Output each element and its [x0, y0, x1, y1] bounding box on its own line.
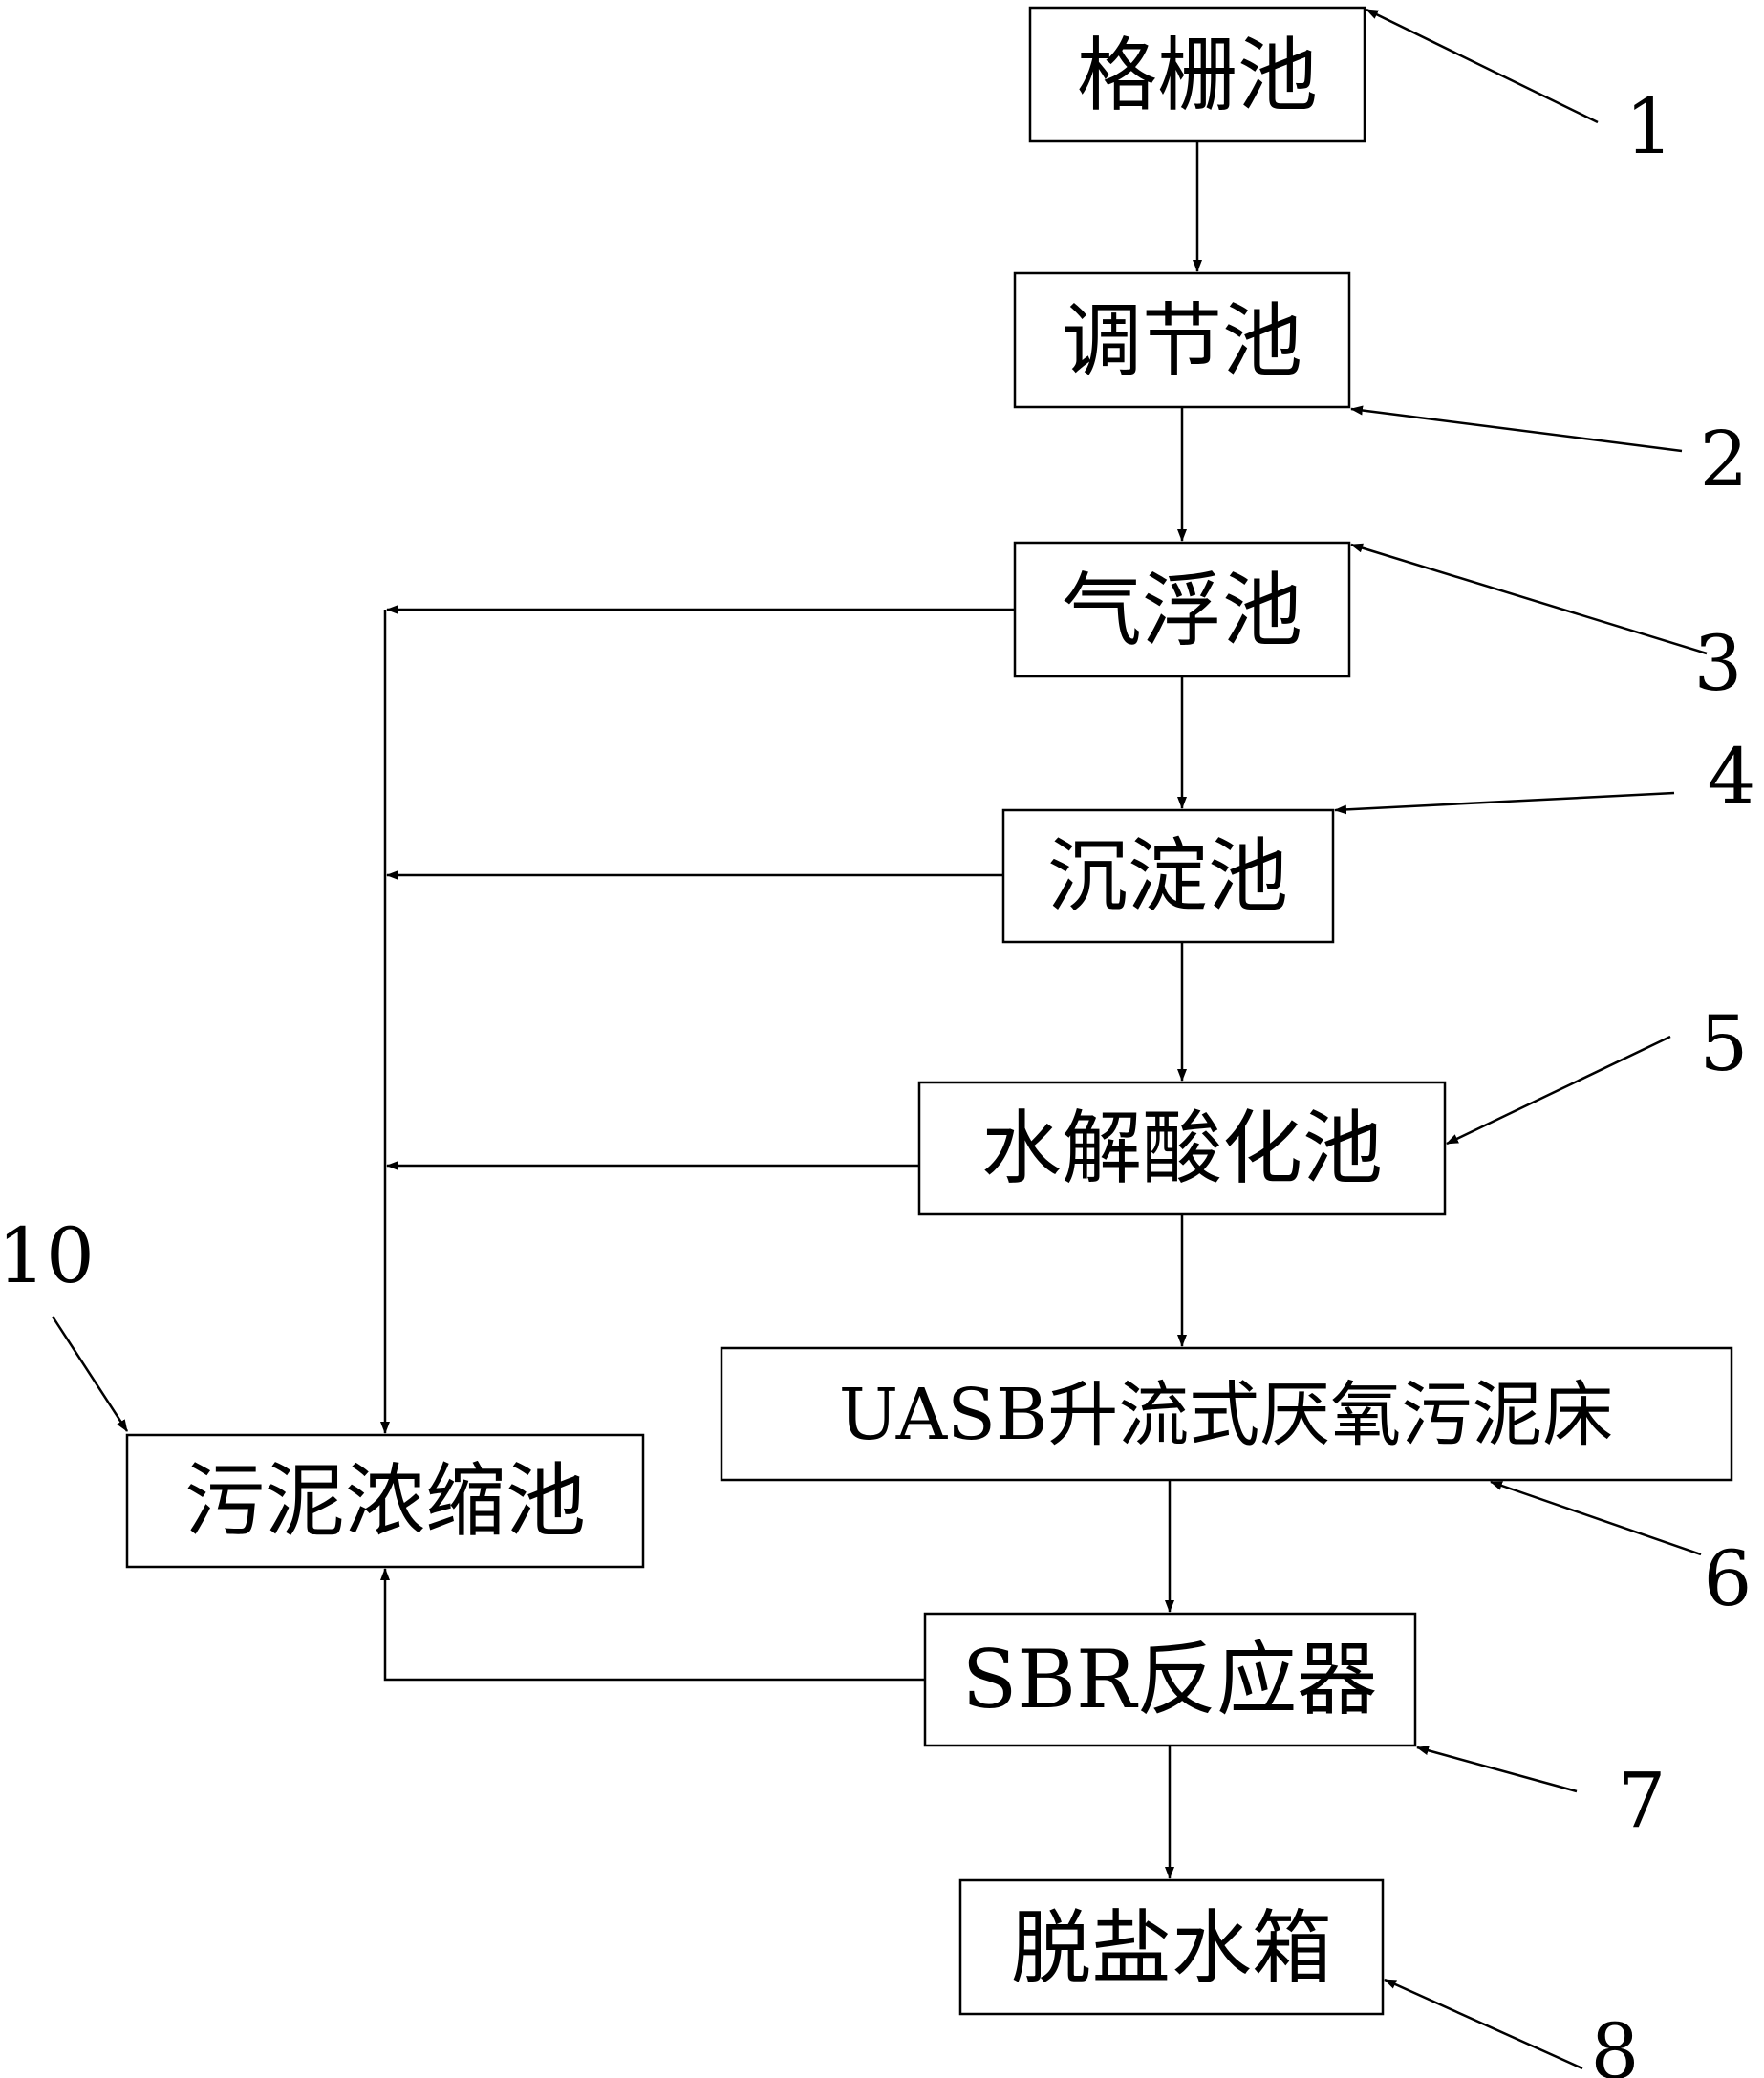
- node-grid-tank: 格栅池: [1028, 6, 1366, 143]
- sedimentation-tank-label: 沉淀池: [1047, 829, 1288, 923]
- node-flotation-tank: 气浮池: [1013, 541, 1351, 678]
- reference-number-7: 7: [1618, 1756, 1667, 1845]
- reference-numbers: 1 2 3 4 5 6 7 8 10: [0, 82, 1755, 2078]
- sludge-thickener-label: 污泥浓缩池: [184, 1454, 586, 1548]
- leader-7: [1416, 1746, 1578, 1793]
- main-flow-arrows: [1165, 141, 1202, 1879]
- flotation-tank-label: 气浮池: [1062, 564, 1302, 657]
- reference-number-8: 8: [1591, 2007, 1640, 2078]
- reference-number-1: 1: [1625, 82, 1674, 171]
- reference-number-3: 3: [1694, 619, 1743, 708]
- node-uasb: UASB升流式厌氧污泥床: [720, 1346, 1733, 1482]
- node-equalization-tank: 调节池: [1013, 271, 1351, 409]
- sludge-thickener-box: [125, 1433, 645, 1569]
- node-sedimentation-tank: 沉淀池: [1001, 808, 1335, 944]
- reference-number-10: 10: [0, 1211, 95, 1300]
- equalization-tank-box: [1013, 271, 1351, 409]
- reference-leaders: [51, 8, 1708, 2070]
- equalization-tank-label: 调节池: [1062, 294, 1302, 388]
- leader-10: [51, 1316, 129, 1432]
- reference-number-5: 5: [1700, 999, 1749, 1088]
- node-desalted-water-tank: 脱盐水箱: [958, 1878, 1385, 2016]
- leader-2: [1350, 405, 1683, 453]
- flotation-tank-box: [1013, 541, 1351, 678]
- uasb-box: [720, 1346, 1733, 1482]
- hydrolysis-tank-label: 水解酸化池: [981, 1102, 1383, 1195]
- desalted-water-tank-label: 脱盐水箱: [1011, 1901, 1332, 1995]
- leader-3: [1350, 543, 1708, 655]
- node-hydrolysis-tank: 水解酸化池: [917, 1081, 1447, 1216]
- leader-4: [1334, 791, 1675, 815]
- sbr-label: SBR反应器: [962, 1633, 1378, 1726]
- grid-tank-label: 格栅池: [1077, 29, 1318, 122]
- reference-number-4: 4: [1708, 732, 1756, 821]
- leader-8: [1384, 1978, 1583, 2070]
- desalted-water-tank-box: [958, 1878, 1385, 2016]
- leader-6: [1490, 1480, 1702, 1556]
- node-sbr: SBR反应器: [923, 1612, 1417, 1747]
- uasb-label: UASB升流式厌氧污泥床: [839, 1374, 1614, 1456]
- sludge-arrow-from-sbr: [380, 1568, 925, 1682]
- reference-number-6: 6: [1704, 1534, 1753, 1623]
- leader-1: [1366, 8, 1599, 124]
- sludge-flow-lines: [380, 605, 1015, 1682]
- leader-5: [1446, 1035, 1671, 1146]
- grid-tank-box: [1028, 6, 1366, 143]
- reference-number-2: 2: [1700, 415, 1749, 503]
- node-sludge-thickener: 污泥浓缩池: [125, 1433, 645, 1569]
- hydrolysis-tank-box: [917, 1081, 1447, 1216]
- sedimentation-tank-box: [1001, 808, 1335, 944]
